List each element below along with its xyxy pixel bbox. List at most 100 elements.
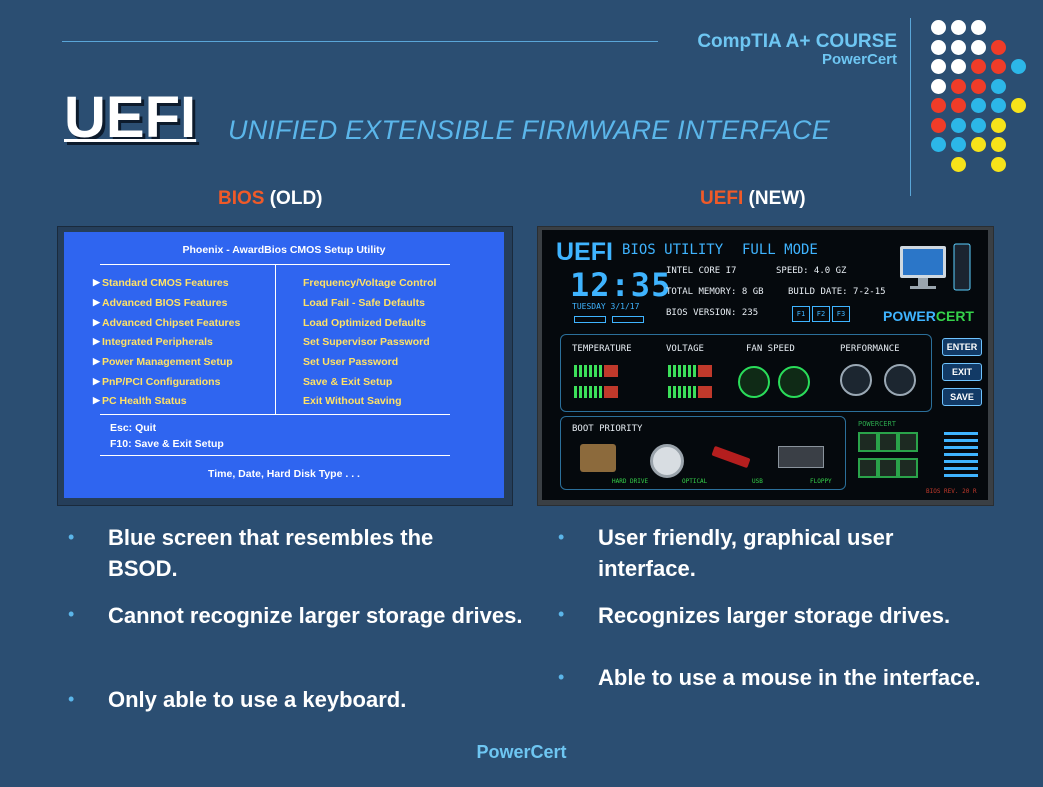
bios-menu-item[interactable]: Save & Exit Setup (303, 376, 393, 388)
triangle-right-icon: ▶ (93, 277, 100, 287)
bios-screen: Phoenix - AwardBios CMOS Setup Utility ▶… (64, 232, 504, 498)
uefi-mode-label[interactable]: FULL MODE (742, 242, 818, 258)
grid-tile (858, 432, 878, 452)
triangle-right-icon: ▶ (93, 317, 100, 327)
floppy-drive-icon[interactable] (778, 446, 824, 468)
dot (991, 98, 1006, 113)
dot (951, 156, 966, 172)
grid-tile (858, 458, 878, 478)
bios-heading: BIOS (OLD) (218, 188, 323, 210)
bios-menu-item[interactable]: ▶PnP/PCI Configurations (93, 376, 221, 388)
uefi-clock: 12:35 (570, 266, 672, 304)
fan-icon (738, 366, 770, 398)
temperature-label: TEMPERATURE (572, 344, 632, 354)
exit-button[interactable]: EXIT (942, 363, 982, 381)
dot (991, 39, 1006, 55)
uefi-build-date: BUILD DATE: 7-2-15 (788, 287, 886, 297)
bullet-icon: • (558, 667, 565, 687)
uefi-heading: UEFI (NEW) (700, 188, 806, 210)
boot-label: FLOPPY (810, 478, 832, 485)
grid-tile (898, 458, 918, 478)
dot (991, 59, 1006, 74)
dot (991, 117, 1006, 133)
stripe (944, 467, 978, 470)
bios-menu-item[interactable]: ▶Advanced Chipset Features (93, 317, 241, 329)
dot (1011, 98, 1026, 113)
dot (971, 20, 986, 35)
footer-brand: PowerCert (476, 742, 567, 762)
bios-divider (275, 265, 276, 414)
header-rule (62, 41, 658, 42)
dot (971, 98, 986, 113)
stripe (944, 460, 978, 463)
bios-menu-item[interactable]: Set Supervisor Password (303, 336, 430, 348)
temperature-meter (574, 386, 618, 398)
bios-menu-item[interactable]: Exit Without Saving (303, 395, 402, 407)
optical-disc-icon[interactable] (650, 444, 684, 478)
stripe (944, 439, 978, 442)
uefi-status-bar (574, 316, 606, 323)
f2-key-button[interactable]: F2 (812, 306, 830, 322)
uefi-status-bar (612, 316, 644, 323)
uefi-logo: UEFI (556, 238, 613, 266)
gauge-icon (840, 364, 872, 396)
bios-menu-item[interactable]: Set User Password (303, 356, 399, 368)
powercert-brand: POWERCERT (882, 308, 974, 324)
f3-key-button[interactable]: F3 (832, 306, 850, 322)
bios-menu-item[interactable]: ▶Advanced BIOS Features (93, 297, 228, 309)
bios-menu-item[interactable]: ▶PC Health Status (93, 395, 187, 407)
enter-button[interactable]: ENTER (942, 338, 982, 356)
dot (991, 156, 1006, 172)
bios-footer: Time, Date, Hard Disk Type . . . (208, 468, 360, 480)
dot (931, 78, 946, 94)
bios-menu-item[interactable]: Load Fail - Safe Defaults (303, 297, 425, 309)
grid-tile (878, 432, 898, 452)
triangle-right-icon: ▶ (93, 297, 100, 307)
uefi-heading-accent: UEFI (700, 188, 744, 209)
dot (951, 78, 966, 94)
bios-divider (100, 455, 450, 456)
boot-label: OPTICAL (682, 478, 708, 485)
hard-drive-icon[interactable] (580, 444, 616, 472)
boot-label: USB (752, 478, 763, 485)
dot (951, 98, 966, 113)
bios-rev: BIOS REV. 20 R (926, 488, 977, 495)
uefi-heading-rest: (NEW) (743, 188, 806, 209)
bios-menu-item[interactable]: ▶Integrated Peripherals (93, 336, 213, 348)
save-button[interactable]: SAVE (942, 388, 982, 406)
dot (971, 117, 986, 133)
voltage-meter (668, 386, 712, 398)
course-title-text: CompTIA A+ COURSE (697, 31, 897, 52)
bios-key-hint: F10: Save & Exit Setup (110, 438, 224, 450)
bios-menu-item[interactable]: Load Optimized Defaults (303, 317, 427, 329)
small-brand: POWERCERT (858, 420, 896, 428)
header-vertical-rule (910, 18, 911, 196)
f1-key-button[interactable]: F1 (792, 306, 810, 322)
slide-title: UEFI (64, 85, 197, 150)
dot (991, 137, 1006, 152)
triangle-right-icon: ▶ (93, 376, 100, 386)
boot-label: HARD DRIVE (612, 478, 649, 485)
dot (931, 20, 946, 35)
uefi-bullet: Able to use a mouse in the interface. (598, 665, 981, 690)
triangle-right-icon: ▶ (93, 336, 100, 346)
dot (951, 137, 966, 152)
dot (951, 20, 966, 35)
course-brand: PowerCert (821, 51, 897, 68)
dot (931, 98, 946, 113)
dot (971, 137, 986, 152)
bios-menu-item[interactable]: ▶Power Management Setup (93, 356, 233, 368)
bios-menu-item[interactable]: Frequency/Voltage Control (303, 277, 437, 289)
fan-speed-label: FAN SPEED (746, 344, 795, 354)
bullet-icon: • (558, 527, 565, 547)
bios-menu-item[interactable]: ▶Standard CMOS Features (93, 277, 229, 289)
uefi-screen: UEFI BIOS UTILITY FULL MODE 12:35 TUESDA… (542, 230, 988, 500)
boot-priority-title: BOOT PRIORITY (572, 424, 643, 434)
course-title: CompTIA A+ COURSE PowerCert (697, 32, 897, 68)
bios-divider (100, 414, 450, 415)
dot (951, 117, 966, 133)
triangle-right-icon: ▶ (93, 356, 100, 366)
uefi-speed: SPEED: 4.0 GZ (776, 266, 847, 276)
dot (951, 59, 966, 74)
boot-priority-panel (560, 416, 846, 490)
